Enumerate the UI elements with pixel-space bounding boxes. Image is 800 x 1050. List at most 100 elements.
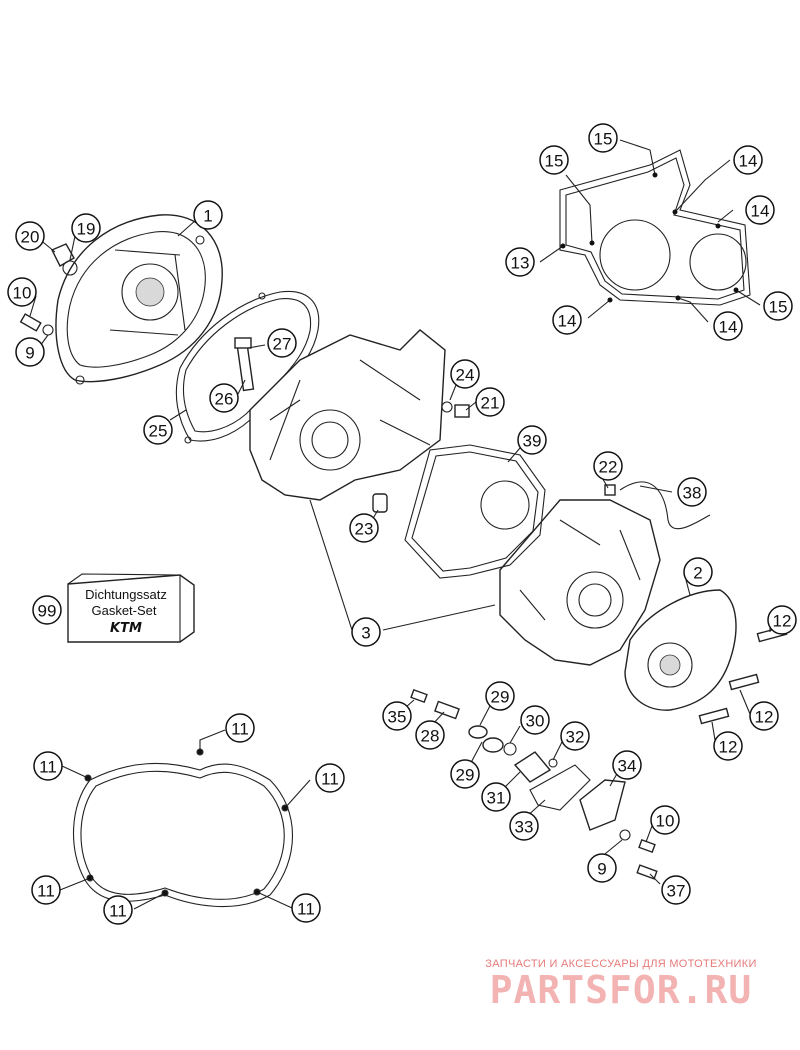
callout-11: 11	[291, 893, 321, 923]
callout-number: 11	[297, 900, 315, 919]
callout-number: 15	[594, 130, 613, 149]
callout-circle	[588, 123, 618, 153]
callout-circle	[315, 763, 345, 793]
callout-number: 32	[566, 728, 585, 747]
callout-number: 23	[355, 520, 374, 539]
callout-39: 39	[517, 425, 547, 455]
callout-circle	[485, 681, 515, 711]
callout-number: 9	[25, 344, 34, 363]
crankcase-gasket	[404, 444, 546, 579]
callout-number: 20	[21, 228, 40, 247]
callout-number: 24	[456, 366, 475, 385]
callout-23: 23	[349, 513, 379, 543]
callout-number: 2	[693, 564, 702, 583]
callout-22: 22	[593, 451, 623, 481]
callout-circle	[450, 759, 480, 789]
callout-1: 1	[193, 200, 223, 230]
callout-circle	[763, 291, 793, 321]
callout-number: 29	[456, 766, 475, 785]
callout-circle	[267, 328, 297, 358]
callout-12: 12	[749, 701, 779, 731]
callout-circle	[481, 782, 511, 812]
callout-circle	[415, 720, 445, 750]
callout-circle	[749, 701, 779, 731]
callout-number: 35	[388, 708, 407, 727]
callout-circle	[209, 383, 239, 413]
callout-11: 11	[225, 713, 255, 743]
callout-circle	[505, 247, 535, 277]
callout-number: 13	[511, 254, 530, 273]
callout-10: 10	[7, 277, 37, 307]
ignition-cover	[55, 214, 223, 385]
callout-13: 13	[505, 247, 535, 277]
callout-31: 31	[481, 782, 511, 812]
callout-15: 15	[588, 123, 618, 153]
clutch-cover-gasket	[559, 149, 751, 306]
callout-number: 25	[149, 422, 168, 441]
callout-circle	[520, 705, 550, 735]
callout-number: 11	[109, 902, 127, 921]
callout-19: 19	[71, 213, 101, 243]
callout-number: 28	[421, 727, 440, 746]
callout-number: 26	[215, 390, 234, 409]
callout-circle	[382, 701, 412, 731]
callout-circle	[7, 277, 37, 307]
callout-3: 3	[351, 617, 381, 647]
callout-number: 27	[273, 335, 292, 354]
callout-circle	[15, 337, 45, 367]
callout-number: 30	[526, 712, 545, 731]
callout-circle	[560, 721, 590, 751]
callout-9: 9	[587, 853, 617, 883]
lower-gasket	[72, 748, 294, 908]
callout-circle	[450, 359, 480, 389]
callout-circle	[193, 200, 223, 230]
callout-circle	[552, 305, 582, 335]
clutch-cover	[624, 589, 737, 711]
callout-circle	[475, 387, 505, 417]
callout-38: 38	[677, 477, 707, 507]
callout-number: 99	[38, 602, 57, 621]
callout-number: 37	[667, 882, 686, 901]
callout-25: 25	[143, 415, 173, 445]
callout-34: 34	[612, 750, 642, 780]
callout-number: 11	[39, 758, 57, 777]
callout-circle	[32, 595, 62, 625]
callout-number: 33	[515, 818, 534, 837]
callout-30: 30	[520, 705, 550, 735]
callout-circle	[677, 477, 707, 507]
gasket-set-box: Dichtungssatz Gasket-Set KTM	[67, 573, 195, 643]
callout-number: 15	[545, 152, 564, 171]
callout-circle	[650, 805, 680, 835]
callout-circle	[612, 750, 642, 780]
callout-number: 22	[599, 458, 618, 477]
callout-2: 2	[683, 557, 713, 587]
callout-15: 15	[539, 145, 569, 175]
callout-circle	[539, 145, 569, 175]
callout-number: 3	[361, 624, 370, 643]
callout-20: 20	[15, 221, 45, 251]
callout-24: 24	[450, 359, 480, 389]
watermark-logo: PARTSFOR.RU	[489, 968, 753, 1012]
callout-number: 31	[487, 789, 506, 808]
callout-number: 14	[719, 318, 738, 337]
callout-number: 19	[77, 220, 96, 239]
callout-11: 11	[315, 763, 345, 793]
callout-circle	[33, 751, 63, 781]
callout-29: 29	[450, 759, 480, 789]
small-parts	[19, 243, 788, 880]
callout-number: 39	[523, 432, 542, 451]
callout-circle	[683, 557, 713, 587]
callout-37: 37	[661, 875, 691, 905]
callout-circle	[509, 811, 539, 841]
crankcase-right-half	[499, 499, 661, 666]
callout-26: 26	[209, 383, 239, 413]
callout-circle	[71, 213, 101, 243]
callout-circle	[15, 221, 45, 251]
callout-11: 11	[33, 751, 63, 781]
callout-circle	[713, 311, 743, 341]
callout-15: 15	[763, 291, 793, 321]
callout-32: 32	[560, 721, 590, 751]
mounting-dots	[85, 172, 739, 896]
callout-circle	[713, 731, 743, 761]
callout-circle	[517, 425, 547, 455]
